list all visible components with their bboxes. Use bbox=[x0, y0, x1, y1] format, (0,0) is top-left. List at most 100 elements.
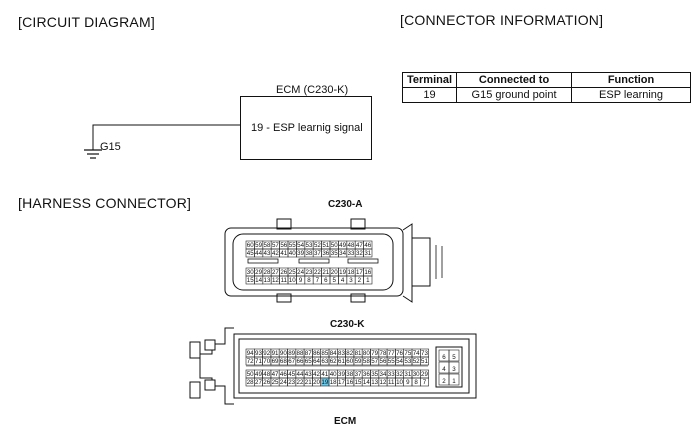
connector-pin: 18 bbox=[328, 377, 338, 387]
connector-pin: 39 bbox=[336, 369, 346, 379]
connector-pin: 25 bbox=[270, 377, 280, 387]
connector-pin: 70 bbox=[262, 356, 272, 366]
svg-text:44: 44 bbox=[297, 371, 304, 378]
svg-text:78: 78 bbox=[380, 350, 387, 357]
svg-text:5: 5 bbox=[332, 277, 336, 284]
connector-pin: 40 bbox=[287, 248, 297, 258]
connector-pin: 15 bbox=[353, 377, 363, 387]
connector-pin: 48 bbox=[262, 369, 272, 379]
connector-pin: 46 bbox=[363, 240, 373, 250]
svg-text:65: 65 bbox=[305, 358, 312, 365]
svg-text:39: 39 bbox=[297, 250, 304, 257]
connector-pin: 73 bbox=[419, 348, 429, 358]
svg-text:35: 35 bbox=[331, 250, 338, 257]
svg-text:59: 59 bbox=[255, 242, 262, 249]
svg-text:7: 7 bbox=[423, 379, 427, 386]
svg-text:69: 69 bbox=[272, 358, 279, 365]
svg-text:1: 1 bbox=[366, 277, 370, 284]
connector-pin: 18 bbox=[346, 267, 356, 277]
connector-pin: 68 bbox=[278, 356, 288, 366]
svg-text:27: 27 bbox=[272, 269, 279, 276]
svg-text:45: 45 bbox=[247, 250, 254, 257]
svg-text:16: 16 bbox=[364, 269, 371, 276]
connector-pin: 38 bbox=[345, 369, 355, 379]
connector-pin: 63 bbox=[320, 356, 330, 366]
svg-text:51: 51 bbox=[322, 242, 329, 249]
svg-text:52: 52 bbox=[314, 242, 321, 249]
svg-text:47: 47 bbox=[272, 371, 279, 378]
svg-text:79: 79 bbox=[371, 350, 378, 357]
svg-text:1: 1 bbox=[452, 378, 456, 385]
c230k-label: C230-K bbox=[330, 319, 365, 330]
connector-pin: 31 bbox=[363, 248, 373, 258]
connector-pin: 91 bbox=[270, 348, 280, 358]
svg-text:47: 47 bbox=[356, 242, 363, 249]
connector-pin: 40 bbox=[328, 369, 338, 379]
connector-pin: 50 bbox=[329, 240, 339, 250]
svg-text:4: 4 bbox=[442, 366, 446, 373]
svg-text:86: 86 bbox=[313, 350, 320, 357]
connector-pin: 43 bbox=[303, 369, 313, 379]
svg-text:33: 33 bbox=[348, 250, 355, 257]
connector-pin: 45 bbox=[245, 248, 255, 258]
svg-text:54: 54 bbox=[396, 358, 403, 365]
svg-text:15: 15 bbox=[355, 379, 362, 386]
connector-pin: 4 bbox=[338, 275, 348, 285]
svg-text:38: 38 bbox=[306, 250, 313, 257]
svg-text:46: 46 bbox=[280, 371, 287, 378]
svg-text:22: 22 bbox=[314, 269, 321, 276]
svg-text:48: 48 bbox=[348, 242, 355, 249]
svg-text:27: 27 bbox=[255, 379, 262, 386]
connector-pin: 21 bbox=[303, 377, 313, 387]
connector-pin: 25 bbox=[287, 267, 297, 277]
connector-pin: 4 bbox=[438, 361, 450, 374]
connector-pin: 19 bbox=[338, 267, 348, 277]
svg-text:8: 8 bbox=[307, 277, 311, 284]
connector-pin: 30 bbox=[245, 267, 255, 277]
connector-pin: 55 bbox=[287, 240, 297, 250]
svg-text:68: 68 bbox=[280, 358, 287, 365]
svg-text:25: 25 bbox=[289, 269, 296, 276]
connector-pin: 51 bbox=[419, 356, 429, 366]
header-function: Function bbox=[571, 72, 692, 88]
connector-pin: 54 bbox=[395, 356, 404, 366]
svg-text:33: 33 bbox=[388, 371, 395, 378]
connector-pin: 90 bbox=[278, 348, 288, 358]
connector-pin: 2 bbox=[438, 373, 450, 386]
connector-pin: 61 bbox=[336, 356, 346, 366]
svg-text:31: 31 bbox=[364, 250, 371, 257]
connector-pin: 24 bbox=[296, 267, 306, 277]
svg-text:9: 9 bbox=[406, 379, 410, 386]
svg-text:84: 84 bbox=[330, 350, 337, 357]
svg-text:39: 39 bbox=[338, 371, 345, 378]
connector-pin: 89 bbox=[287, 348, 297, 358]
connector-pin: 21 bbox=[321, 267, 331, 277]
svg-text:24: 24 bbox=[280, 379, 287, 386]
connector-pin: 65 bbox=[303, 356, 313, 366]
connector-pin: 22 bbox=[312, 267, 322, 277]
connector-pin: 31 bbox=[403, 369, 413, 379]
connector-pin: 56 bbox=[279, 240, 289, 250]
connector-pin: 16 bbox=[345, 377, 355, 387]
connector-pin: 52 bbox=[411, 356, 421, 366]
ground-label: G15 bbox=[100, 141, 121, 153]
cell-connected-to: G15 ground point bbox=[456, 87, 573, 103]
svg-text:18: 18 bbox=[330, 379, 337, 386]
cell-terminal: 19 bbox=[401, 87, 458, 103]
svg-text:20: 20 bbox=[331, 269, 338, 276]
connector-pin: 66 bbox=[295, 356, 305, 366]
svg-text:67: 67 bbox=[288, 358, 295, 365]
connector-pin: 3 bbox=[346, 275, 356, 285]
header-terminal: Terminal bbox=[401, 72, 458, 88]
connector-pin: 13 bbox=[262, 275, 272, 285]
svg-text:30: 30 bbox=[413, 371, 420, 378]
connector-pin: 9 bbox=[296, 275, 306, 285]
connector-pin: 24 bbox=[278, 377, 288, 387]
svg-text:53: 53 bbox=[306, 242, 313, 249]
connector-pin: 36 bbox=[321, 248, 331, 258]
svg-text:57: 57 bbox=[371, 358, 378, 365]
svg-text:14: 14 bbox=[255, 277, 262, 284]
connector-pin: 1 bbox=[363, 275, 373, 285]
svg-text:20: 20 bbox=[313, 379, 320, 386]
ecm-title: ECM (C230-K) bbox=[276, 84, 349, 96]
